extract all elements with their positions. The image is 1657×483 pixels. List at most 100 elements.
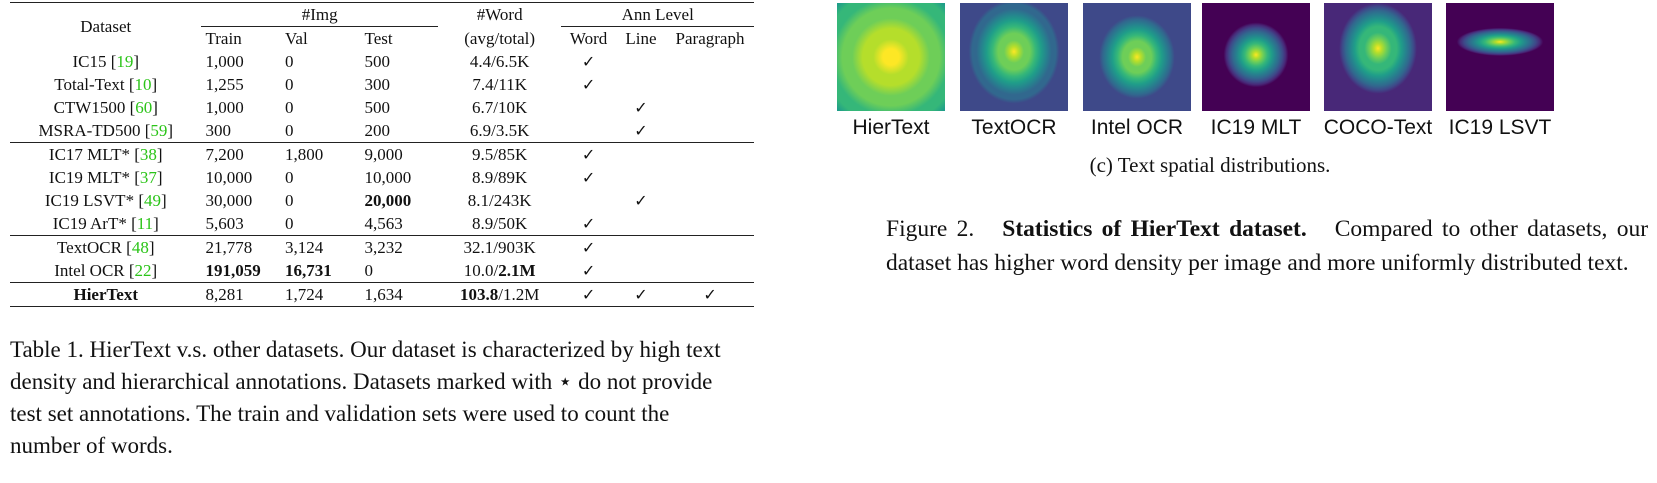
value-test: 500 xyxy=(364,98,391,117)
check-icon: ✓ xyxy=(581,75,596,94)
cell-ann-line xyxy=(615,142,667,166)
cell-ann-para xyxy=(666,50,754,73)
citation-bracket: ] xyxy=(167,121,174,140)
value-test: 10,000 xyxy=(364,168,412,187)
citation-link[interactable]: 11 xyxy=(136,214,154,233)
cell-word-stats: 9.5/85K xyxy=(437,142,562,166)
citation-link[interactable]: 59 xyxy=(150,121,168,140)
citation-link[interactable]: 60 xyxy=(135,98,153,117)
cell-ann-para xyxy=(666,189,754,212)
value-val: 1,724 xyxy=(285,285,324,304)
cell-ann-line: ✓ xyxy=(615,282,667,307)
cell-train: 21,778 xyxy=(201,235,281,259)
cell-ann-para xyxy=(666,142,754,166)
dataset-name: IC17 MLT* [ xyxy=(48,145,140,164)
value-val: 0 xyxy=(285,98,294,117)
word-stats-part1: 10.0/ xyxy=(463,261,499,280)
citation-link[interactable]: 38 xyxy=(139,145,157,164)
cell-ann-para xyxy=(666,96,754,119)
value-train: 7,200 xyxy=(205,145,244,164)
citation-bracket: ] xyxy=(151,75,158,94)
cell-word-stats: 32.1/903K xyxy=(437,235,562,259)
cell-ann-word: ✓ xyxy=(561,259,615,283)
cell-word-stats: 4.4/6.5K xyxy=(438,50,561,73)
cell-val: 0 xyxy=(281,73,361,96)
dataset-comparison-table-container: Dataset #Img #Word Ann Level Train Val T… xyxy=(10,2,754,307)
heatmap-0 xyxy=(837,3,945,111)
cell-train: 300 xyxy=(201,119,281,143)
dataset-name: Intel OCR [ xyxy=(54,261,135,280)
citation-bracket: ] xyxy=(151,261,158,280)
cell-train: 7,200 xyxy=(201,142,281,166)
check-icon: ✓ xyxy=(634,191,648,210)
cell-train: 191,059 xyxy=(201,259,281,283)
heatmap-fill xyxy=(1202,3,1310,111)
figure-subcaption: (c) Text spatial distributions. xyxy=(1089,153,1331,177)
cell-val: 0 xyxy=(281,212,361,236)
value-test: 0 xyxy=(364,261,374,280)
dataset-name: IC19 ArT* [ xyxy=(52,214,137,233)
word-stats-part1: 8.1/243K xyxy=(467,191,532,210)
citation-link[interactable]: 49 xyxy=(143,191,161,210)
cell-val: 0 xyxy=(281,189,361,212)
cell-ann-para: ✓ xyxy=(666,282,754,307)
cell-ann-word: ✓ xyxy=(561,212,615,236)
heatmap-fill xyxy=(1324,3,1432,111)
value-train: 10,000 xyxy=(205,168,253,187)
check-icon: ✓ xyxy=(703,285,717,304)
cell-dataset: IC15 [19] xyxy=(10,50,201,73)
cell-ann-line xyxy=(615,235,667,259)
word-stats-part1: 8.9/50K xyxy=(472,214,528,233)
cell-word-stats: 8.9/50K xyxy=(438,212,561,236)
cell-val: 16,731 xyxy=(281,259,361,283)
cell-train: 1,255 xyxy=(201,73,281,96)
cell-train: 30,000 xyxy=(201,189,281,212)
figure-caption-title: Statistics of HierText dataset. xyxy=(1002,216,1307,242)
cell-test: 10,000 xyxy=(361,166,438,189)
value-val: 0 xyxy=(285,191,294,210)
value-test: 3,232 xyxy=(364,238,403,257)
value-train: 300 xyxy=(205,121,231,140)
value-val: 1,800 xyxy=(285,145,324,164)
cell-test: 1,634 xyxy=(360,282,438,307)
dataset-name: IC15 [ xyxy=(72,52,117,71)
cell-val: 1,800 xyxy=(281,142,361,166)
header-paragraph: Paragraph xyxy=(675,29,745,48)
citation-link[interactable]: 48 xyxy=(131,238,149,257)
citation-link[interactable]: 19 xyxy=(116,52,134,71)
cell-ann-line xyxy=(616,259,666,283)
citation-link[interactable]: 10 xyxy=(134,75,152,94)
heatmap-label: Intel OCR xyxy=(1090,116,1184,139)
figure-caption-body: Compared to other datasets, our dataset … xyxy=(886,216,1649,276)
value-train: 1,000 xyxy=(205,52,244,71)
cell-test: 9,000 xyxy=(360,142,438,166)
cell-test: 0 xyxy=(361,259,438,283)
cell-ann-line: ✓ xyxy=(616,96,666,119)
header-ann-group: Ann Level xyxy=(561,2,754,27)
value-train: 21,778 xyxy=(205,238,253,257)
dataset-name: HierText xyxy=(73,285,138,304)
table-caption: Table 1. HierText v.s. other datasets. O… xyxy=(10,337,721,458)
cell-val: 0 xyxy=(281,166,361,189)
word-stats-part2: 2.1M xyxy=(498,261,536,280)
value-val: 0 xyxy=(285,75,294,94)
cell-word-stats: 10.0/2.1M xyxy=(438,259,561,283)
citation-link[interactable]: 37 xyxy=(139,168,157,187)
cell-test: 500 xyxy=(361,50,438,73)
cell-ann-word: ✓ xyxy=(561,235,616,259)
value-test: 300 xyxy=(364,75,391,94)
cell-train: 1,000 xyxy=(201,50,281,73)
cell-dataset: MSRA-TD500 [59] xyxy=(10,119,201,143)
cell-dataset: IC19 ArT* [11] xyxy=(10,212,201,236)
cell-test: 4,563 xyxy=(361,212,438,236)
cell-train: 8,281 xyxy=(201,282,281,307)
cell-ann-line: ✓ xyxy=(616,119,666,143)
cell-ann-para xyxy=(666,235,754,259)
citation-link[interactable]: 22 xyxy=(134,261,152,280)
heatmap-4 xyxy=(1324,3,1432,111)
value-test: 20,000 xyxy=(364,191,412,210)
word-stats-part1: 103.8 xyxy=(460,285,499,304)
citation-bracket: ] xyxy=(133,52,140,71)
